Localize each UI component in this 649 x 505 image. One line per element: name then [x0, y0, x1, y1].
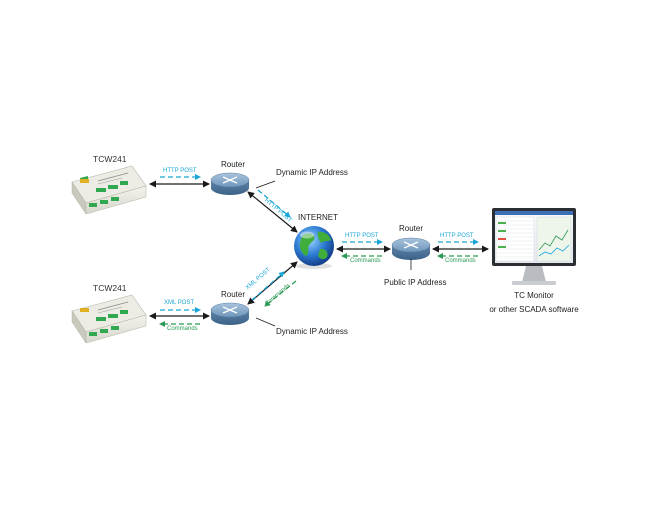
flow-tag-monitor-http-post: HTTP POST — [440, 233, 474, 239]
right-router-label: Router — [399, 224, 424, 233]
bottom-tcw241-device — [71, 294, 147, 344]
top-router-label: Router — [221, 160, 246, 169]
monitor-label-line1: TC Monitor — [514, 291, 554, 300]
bottom-device-label: TCW241 — [93, 283, 127, 293]
flow-tag-top-http-post: HTTP POST — [163, 168, 197, 174]
scada-monitor — [492, 208, 576, 285]
top-tcw241-device — [71, 165, 147, 215]
top-router — [210, 172, 250, 195]
top-dynamic-ip-label: Dynamic IP Address — [276, 168, 348, 177]
flow-arrows — [159, 174, 479, 327]
flow-tag-bottom-xml-post: XML POST — [164, 300, 195, 306]
bottom-router-label: Router — [221, 290, 246, 299]
bottom-dynamic-ip-label: Dynamic IP Address — [276, 327, 348, 336]
flow-tag-monitor-commands: Commands — [445, 258, 476, 264]
flow-tag-right-router-commands: Commands — [350, 258, 381, 264]
flow-tag-internet-http-post: HTTP POST — [345, 233, 379, 239]
bottom-router — [210, 302, 250, 325]
monitor-label-line2: or other SCADA software — [489, 305, 579, 314]
internet-globe — [294, 226, 334, 269]
flow-tag-bottom-commands: Commands — [167, 326, 198, 332]
top-device-label: TCW241 — [93, 154, 127, 164]
internet-label: INTERNET — [298, 213, 338, 222]
network-links — [149, 180, 489, 327]
public-ip-label: Public IP Address — [384, 278, 447, 287]
right-router — [391, 237, 431, 260]
